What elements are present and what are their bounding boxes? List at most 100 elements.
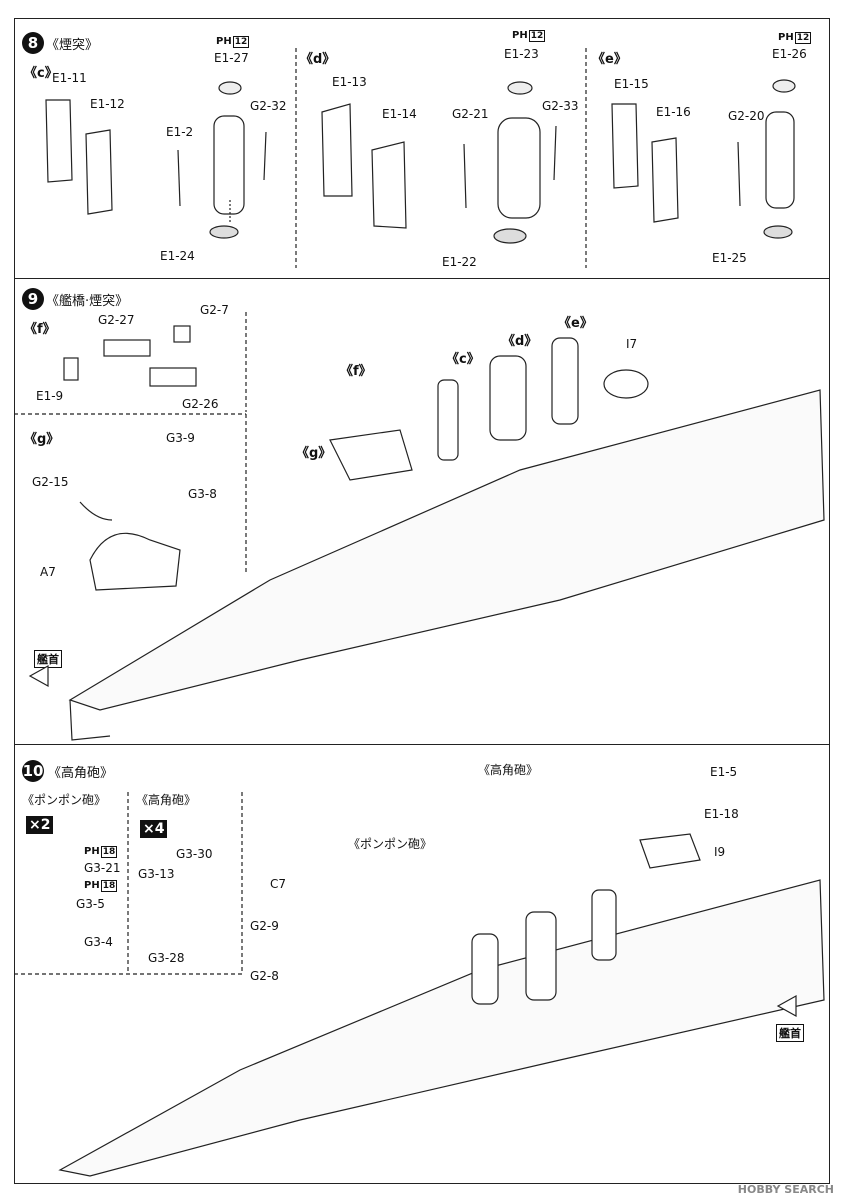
funnel-half-right (371, 141, 407, 229)
ship-tag: 《d》 (502, 334, 538, 349)
part-label: G2-33 (542, 99, 579, 113)
part-label: G3-9 (166, 431, 195, 445)
part-label: G3-4 (84, 935, 113, 949)
part-label: E1-11 (52, 71, 87, 85)
step-number: 8 (22, 32, 44, 54)
ship-tag: 《g》 (296, 446, 332, 461)
part-label: G3-28 (148, 951, 185, 965)
bow-arrow (28, 664, 49, 688)
quantity-badge: ×4 (140, 820, 168, 838)
part-label: E1-27 (214, 51, 249, 65)
funnel-d (489, 355, 527, 441)
funnel (471, 933, 499, 1005)
part-strip (263, 131, 267, 181)
part-label: G3-21 (84, 861, 121, 875)
variant-tag: 《d》 (300, 52, 336, 67)
part-label: E1-25 (712, 251, 747, 265)
variant-tag: 《f》 (24, 322, 56, 337)
part-label: G2-27 (98, 313, 135, 327)
part-label: I7 (626, 337, 638, 351)
part-label: E1-23 (504, 47, 539, 61)
part-label: G2-7 (200, 303, 229, 317)
part-label: E1-13 (332, 75, 367, 89)
funnel-cap (218, 81, 242, 95)
part-label: E1-16 (656, 105, 691, 119)
mount-i9 (639, 833, 701, 869)
part-label: E1-18 (704, 807, 739, 821)
bridge-part (149, 367, 197, 387)
step-number: 10 (22, 760, 44, 782)
funnel-half-right (85, 129, 113, 215)
part-label: G3-30 (176, 847, 213, 861)
section-divider (14, 278, 830, 279)
bridge-part (173, 325, 191, 343)
funnel-assembled (765, 111, 795, 209)
ship-bow (69, 699, 111, 741)
quantity-badge: ×2 (26, 816, 54, 834)
part-label: G2-15 (32, 475, 69, 489)
bridge-assembly (329, 429, 413, 481)
part-label: E1-15 (614, 77, 649, 91)
part-label: E1-12 (90, 97, 125, 111)
part-strip (553, 125, 557, 181)
part-label: E1-2 (166, 125, 194, 139)
part-label: E1-22 (442, 255, 477, 269)
part-label: C7 (270, 877, 287, 891)
ship-tag: 《f》 (340, 364, 372, 379)
part-label: E1-24 (160, 249, 195, 263)
instruction-frame (14, 18, 830, 1184)
step-title: 《高角砲》 (48, 766, 114, 781)
part-label: G3-8 (188, 487, 217, 501)
funnel-base (493, 228, 527, 244)
step-title: 《艦橋·煙突》 (46, 294, 129, 309)
funnel (525, 911, 557, 1001)
funnel-half-left (611, 103, 639, 189)
ship-hull (58, 879, 825, 1177)
funnel-half-right (651, 137, 679, 223)
part-label: G2-9 (250, 919, 279, 933)
part-label: E1-14 (382, 107, 417, 121)
part-label: G2-26 (182, 397, 219, 411)
step-number: 9 (22, 288, 44, 310)
part-strip (177, 149, 181, 207)
part-strip (463, 143, 467, 209)
bridge-part (79, 501, 113, 521)
variant-tag: 《c》 (24, 66, 58, 81)
funnel-half-left (321, 103, 353, 197)
bow-indicator: 艦首 (776, 1024, 804, 1042)
section-divider (14, 744, 830, 745)
funnel-assembled (497, 117, 541, 219)
funnel (591, 889, 617, 961)
funnel-assembled (213, 115, 245, 215)
bow-arrow (776, 994, 797, 1018)
part-label: E1-26 (772, 47, 807, 61)
part-label: E1-9 (36, 389, 64, 403)
bridge-base (89, 532, 181, 591)
part-label: I9 (714, 845, 726, 859)
part-label: G3-5 (76, 897, 105, 911)
part-label: A7 (40, 565, 56, 579)
part-label: G2-32 (250, 99, 287, 113)
part-strip (737, 141, 741, 207)
funnel-cap (507, 81, 533, 95)
watermark: HOBBY SEARCH (737, 1183, 834, 1196)
ship-tag: 《ポンポン砲》 (348, 837, 433, 851)
part-label: G3-13 (138, 867, 175, 881)
variant-tag: 《g》 (24, 432, 60, 447)
ship-tag: 《高角砲》 (478, 763, 539, 777)
funnel-base (209, 225, 239, 239)
variant-tag: 《e》 (592, 52, 627, 67)
part-label: G2-21 (452, 107, 489, 121)
part-label: E1-5 (710, 765, 738, 779)
funnel-base (763, 225, 793, 239)
funnel-half-left (45, 99, 73, 183)
subassembly-title: 《高角砲》 (136, 793, 197, 807)
step-title: 《煙突》 (46, 38, 99, 53)
ship-hull (68, 389, 825, 711)
bridge-part (63, 357, 79, 381)
